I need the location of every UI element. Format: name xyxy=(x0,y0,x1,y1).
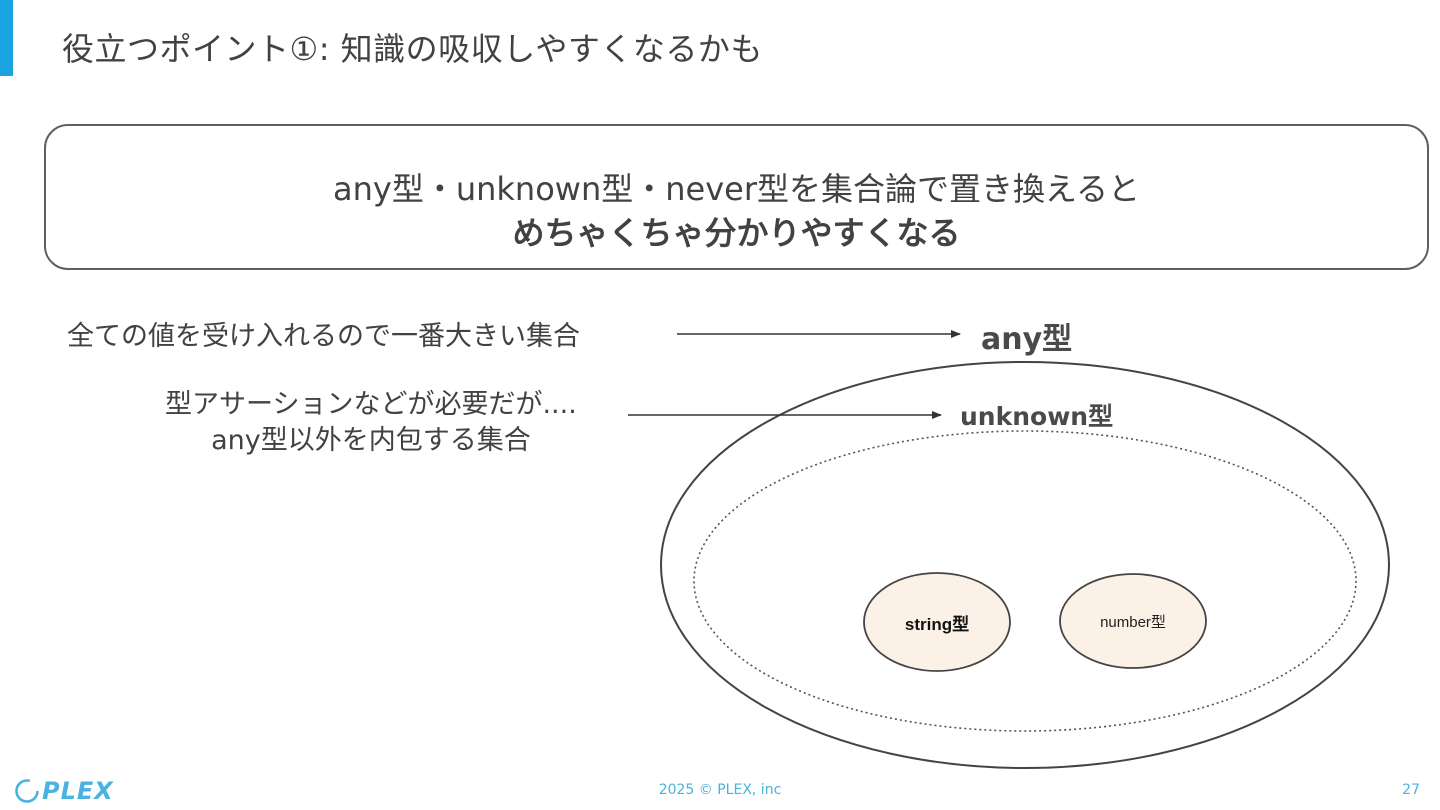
footer-copyright: 2025 © PLEX, inc xyxy=(658,782,782,798)
callout-text-line2: めちゃくちゃ分かりやすくなる xyxy=(512,214,961,252)
slide-title: 役立つポイント①: 知識の吸収しやすくなるかも xyxy=(62,30,763,68)
any-description: 全ての値を受け入れるので一番大きい集合 xyxy=(67,321,580,352)
number-set-ellipse xyxy=(1059,573,1207,669)
callout-text-line1: any型・unknown型・never型を集合論で置き換えると xyxy=(332,170,1141,208)
any-type-label: any型 xyxy=(981,322,1073,357)
plex-logo-mark-icon xyxy=(15,779,39,803)
string-set-ellipse xyxy=(863,572,1011,672)
title-accent-bar xyxy=(0,0,13,76)
any-set-ellipse xyxy=(660,361,1390,769)
unknown-description: 型アサーションなどが必要だが.... any型以外を内包する集合 xyxy=(165,387,577,459)
number-type-label: number型 xyxy=(1100,614,1166,631)
plex-logo-text: PLEX xyxy=(42,777,114,805)
string-type-label: string型 xyxy=(905,614,969,634)
unknown-description-line1: 型アサーションなどが必要だが.... xyxy=(165,389,577,420)
unknown-set-ellipse xyxy=(693,430,1357,732)
callout-box: any型・unknown型・never型を集合論で置き換えると めちゃくちゃ分か… xyxy=(44,124,1429,270)
page-number: 27 xyxy=(1402,782,1420,798)
plex-logo: PLEX xyxy=(14,776,114,806)
unknown-type-label: unknown型 xyxy=(960,402,1114,431)
unknown-description-line2: any型以外を内包する集合 xyxy=(211,425,531,456)
